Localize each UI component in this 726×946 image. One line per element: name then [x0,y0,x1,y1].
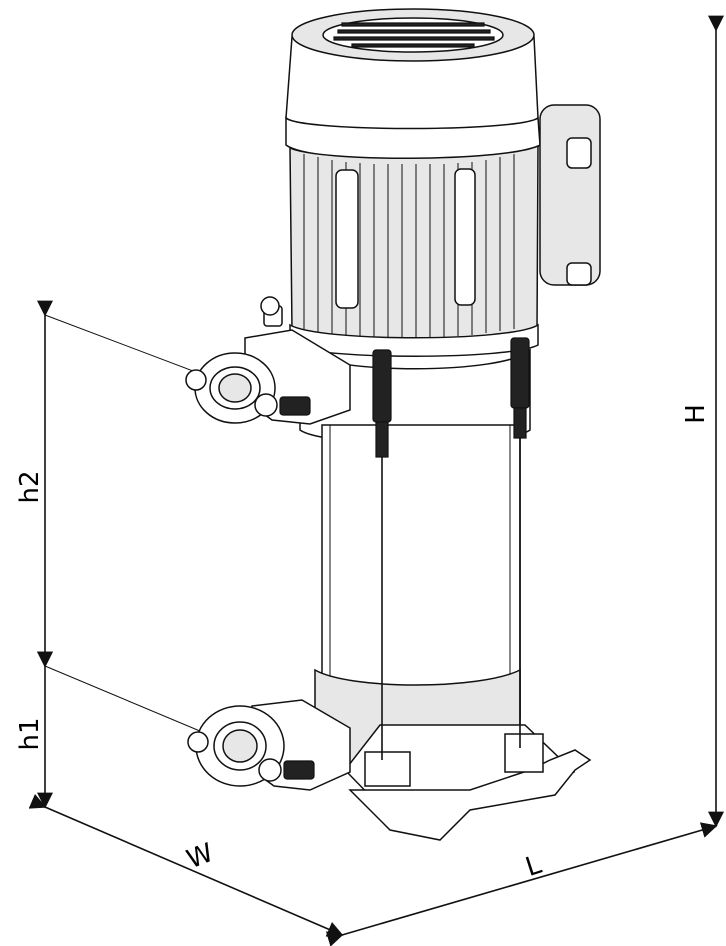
h-label: H [681,404,711,424]
l-label: L [522,850,546,883]
lower-port [187,699,351,791]
w-label: W [183,838,218,875]
l-dimension-line [325,822,718,946]
pump-illustration [185,8,601,841]
upper-port [185,296,351,425]
pump-body [299,348,592,841]
h2-label: h2 [15,470,45,503]
motor-assembly [285,8,601,357]
h1-label: h1 [15,717,45,750]
tie-rods [372,337,530,760]
w-dimension-line [28,793,344,937]
motor-grille [333,22,495,48]
